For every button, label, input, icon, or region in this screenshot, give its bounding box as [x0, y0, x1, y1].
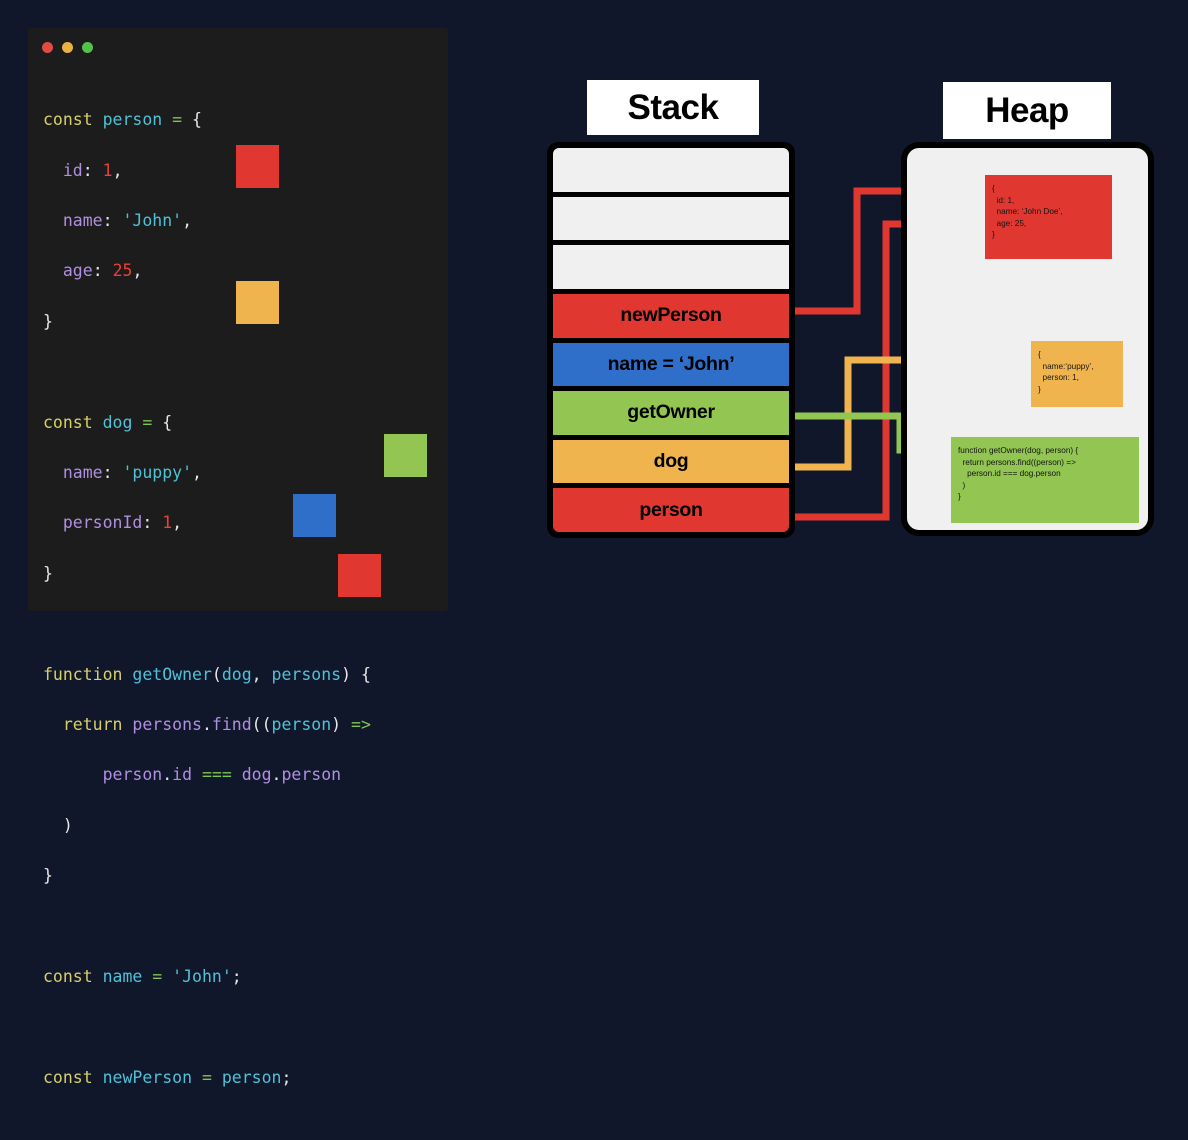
code-line: person.id === dog.person: [102, 765, 342, 785]
code-line: const dog = {: [43, 412, 173, 432]
stack-slot-getowner[interactable]: getOwner: [553, 391, 789, 435]
heap-title: Heap: [943, 82, 1111, 139]
code-line: }: [43, 563, 53, 583]
stack-slot-newperson[interactable]: newPerson: [553, 293, 789, 338]
code-line: [43, 913, 448, 938]
code-line: name: 'puppy',: [62, 462, 202, 482]
stack-slot-person[interactable]: person: [553, 488, 789, 532]
source-code[interactable]: const person = { id: 1, name: 'John', ag…: [43, 82, 448, 1140]
maximize-icon[interactable]: [82, 42, 93, 53]
stack-container: newPerson name = ‘John’ getOwner dog per…: [547, 142, 795, 538]
code-line: name: 'John',: [62, 210, 193, 230]
code-editor-window: const person = { id: 1, name: 'John', ag…: [28, 28, 448, 1087]
stack-title: Stack: [587, 80, 759, 135]
code-line: function getOwner(dog, persons) {: [43, 664, 371, 684]
code-line: }: [43, 311, 53, 331]
code-line: personId: 1,: [62, 513, 183, 533]
heap-object-getowner-function[interactable]: function getOwner(dog, person) { return …: [951, 437, 1139, 523]
code-line: const newPerson = person;: [43, 1067, 292, 1087]
stack-slot-dog[interactable]: dog: [553, 439, 789, 484]
code-line: [43, 611, 448, 636]
name-color-chip: [293, 494, 336, 537]
stack-slot-empty-1[interactable]: [553, 148, 789, 192]
code-line: const name = 'John';: [43, 966, 242, 986]
newperson-color-chip: [338, 554, 381, 597]
person-color-chip: [236, 145, 279, 188]
minimize-icon[interactable]: [62, 42, 73, 53]
dog-color-chip: [236, 281, 279, 324]
code-line: ): [62, 815, 73, 835]
close-icon[interactable]: [42, 42, 53, 53]
code-line: return persons.find((person) =>: [62, 714, 371, 734]
stack-slot-empty-3[interactable]: [553, 245, 789, 289]
stack-slot-name[interactable]: name = ‘John’: [553, 342, 789, 387]
getowner-color-chip: [384, 434, 427, 477]
code-line: age: 25,: [62, 261, 143, 281]
stack-slot-empty-2[interactable]: [553, 196, 789, 241]
heap-object-person[interactable]: { id: 1, name: ‘John Doe’, age: 25, }: [985, 175, 1112, 259]
heap-object-dog[interactable]: { name:‘puppy’, person: 1, }: [1031, 341, 1123, 407]
code-line: id: 1,: [62, 160, 123, 180]
code-line: [43, 1014, 448, 1039]
window-titlebar: [42, 42, 93, 53]
code-line: [43, 359, 448, 384]
code-line: }: [43, 866, 53, 886]
code-line: const person = {: [43, 110, 202, 130]
